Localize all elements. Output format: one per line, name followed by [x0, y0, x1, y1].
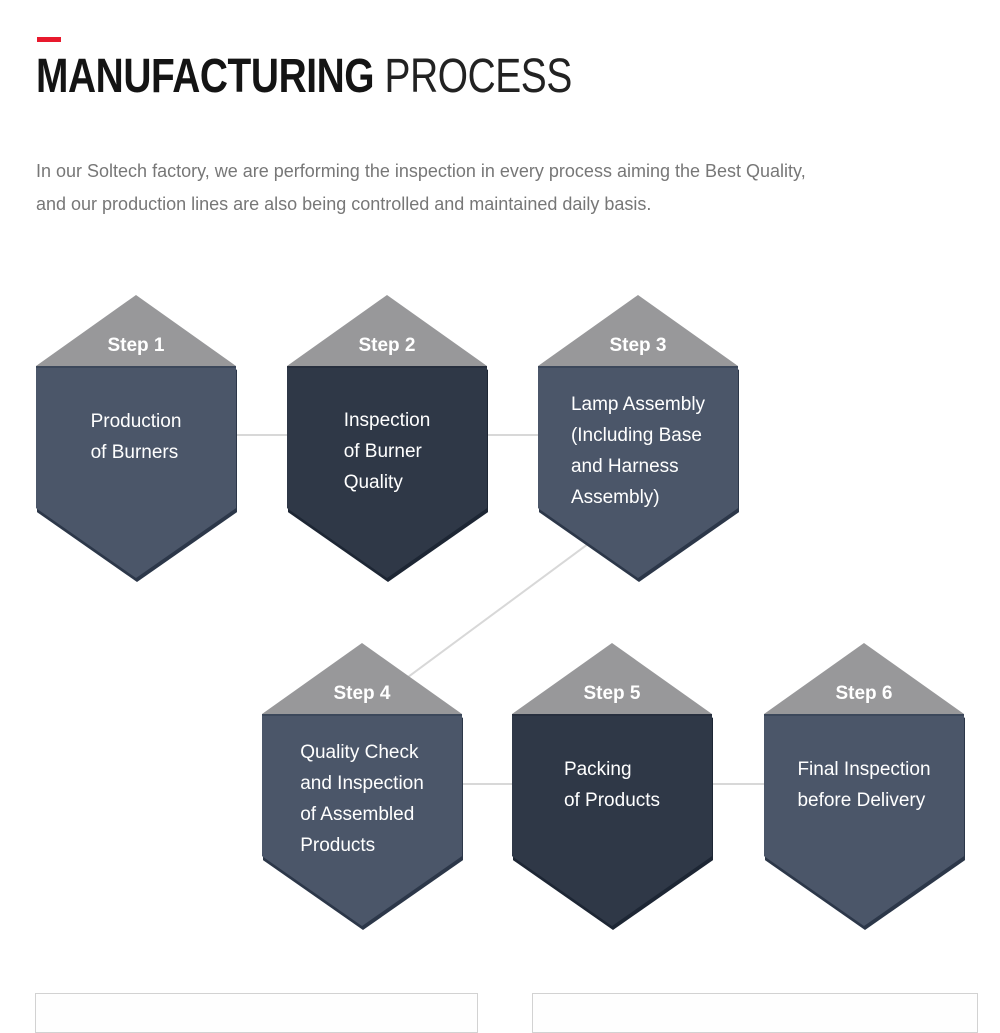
step-description: Lamp Assembly (Including Base and Harnes…	[538, 366, 738, 508]
process-step-1: Step 1 Production of Burners	[36, 295, 237, 582]
step-description-text: Lamp Assembly (Including Base and Harnes…	[570, 394, 706, 508]
step-description-text: Final Inspection before Delivery	[797, 759, 931, 811]
accent-dash	[37, 37, 61, 42]
hexagon-shape: Step 4 Quality Check and Inspection of A…	[262, 643, 462, 926]
page-title-light: PROCESS	[384, 50, 573, 103]
process-step-5: Step 5 Packing of Products	[512, 643, 713, 930]
step-label: Step 4	[333, 683, 391, 704]
step-description-text: Packing of Products	[563, 759, 661, 811]
page-title: MANUFACTURING PROCESS	[36, 52, 572, 102]
process-step-4: Step 4 Quality Check and Inspection of A…	[262, 643, 463, 930]
step-description: Packing of Products	[512, 714, 712, 856]
step-description: Final Inspection before Delivery	[764, 714, 964, 856]
process-step-2: Step 2 Inspection of Burner Quality	[287, 295, 488, 582]
intro-text: In our Soltech factory, we are performin…	[36, 161, 806, 214]
step-label: Step 3	[609, 335, 667, 356]
step-label: Step 6	[835, 683, 893, 704]
page-title-bold: MANUFACTURING	[36, 50, 375, 103]
hexagon-shape: Step 1 Production of Burners	[36, 295, 236, 578]
step-description: Inspection of Burner Quality	[287, 366, 487, 508]
step-label: Step 2	[358, 335, 416, 356]
step-description: Production of Burners	[36, 366, 236, 508]
step-description-text: Inspection of Burner Quality	[343, 409, 431, 493]
step-description: Quality Check and Inspection of Assemble…	[262, 714, 462, 856]
hexagon-shape: Step 5 Packing of Products	[512, 643, 712, 926]
hexagon-shape: Step 6 Final Inspection before Delivery	[764, 643, 964, 926]
step-description-text: Production of Burners	[90, 411, 182, 463]
manufacturing-process-section: MANUFACTURING PROCESS In our Soltech fac…	[35, 37, 978, 1033]
step-label: Step 1	[107, 335, 165, 356]
process-step-3: Step 3 Lamp Assembly (Including Base and…	[538, 295, 739, 582]
process-step-6: Step 6 Final Inspection before Delivery	[764, 643, 965, 930]
hexagon-shape: Step 2 Inspection of Burner Quality	[287, 295, 487, 578]
step-label: Step 5	[583, 683, 641, 704]
step-description-text: Quality Check and Inspection of Assemble…	[300, 742, 424, 856]
hexagon-shape: Step 3 Lamp Assembly (Including Base and…	[538, 295, 738, 578]
